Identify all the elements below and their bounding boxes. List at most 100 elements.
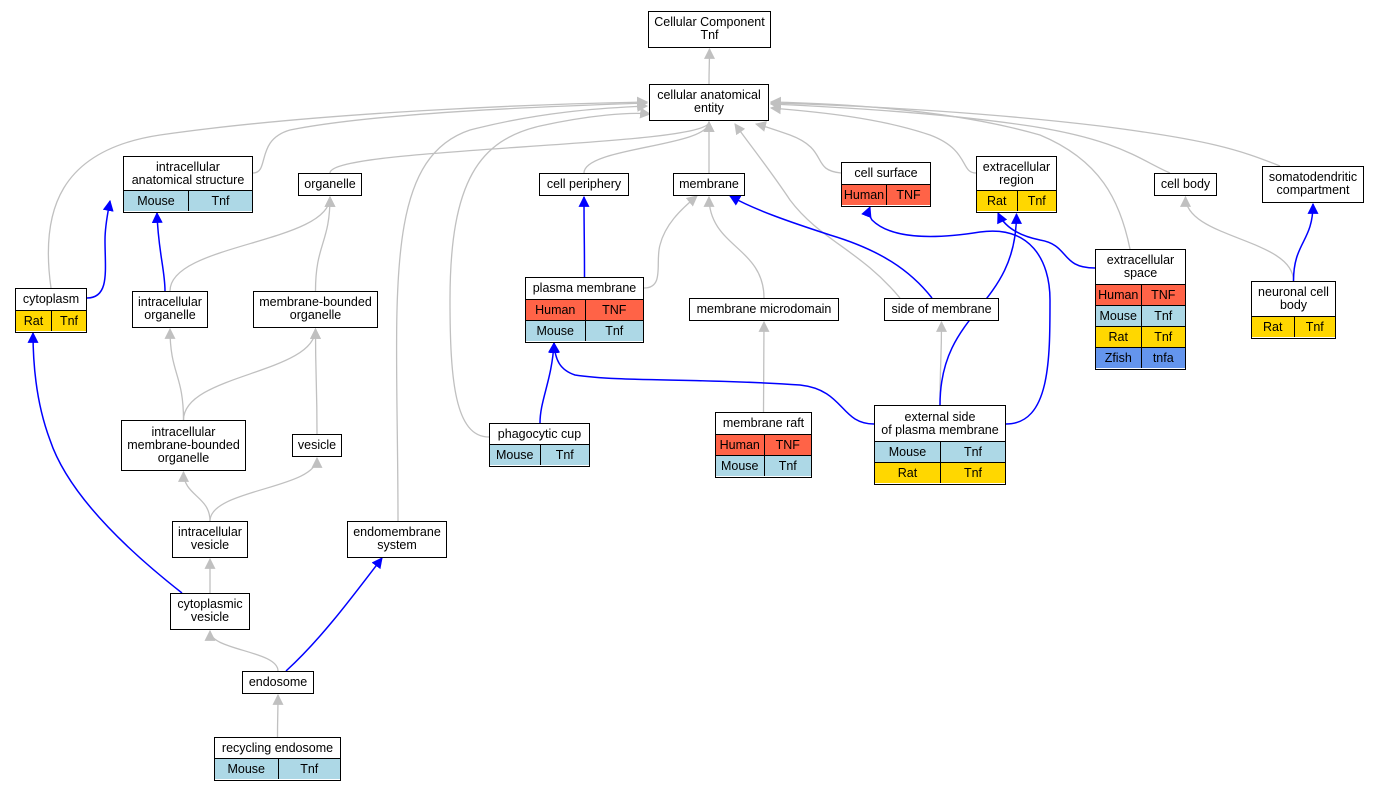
term-label: cytoplasm bbox=[16, 289, 86, 310]
term-label-line: endomembrane bbox=[353, 525, 441, 540]
term-label-line: cell periphery bbox=[546, 176, 622, 191]
edge-part-of-pm-to-periphery bbox=[578, 195, 590, 278]
term-label-line: phagocytic cup bbox=[497, 426, 582, 441]
term-label-line: extracellular bbox=[1106, 253, 1175, 268]
term-node-periphery[interactable]: cell periphery bbox=[539, 173, 629, 196]
edge-is-a-endosome-to-cytoves bbox=[204, 629, 279, 672]
edge-is-a-organelle-to-cae bbox=[329, 120, 715, 174]
gene-cell: Tnf bbox=[1016, 191, 1056, 212]
term-node-microdomain[interactable]: membrane microdomain bbox=[689, 298, 839, 321]
gene-cell: Tnf bbox=[1140, 327, 1185, 348]
term-node-endosome[interactable]: endosome bbox=[242, 671, 314, 694]
edge-part-of-side-to-membrane bbox=[729, 195, 933, 299]
edge-is-a-periphery-to-cae bbox=[583, 120, 715, 174]
term-label-line: of plasma membrane bbox=[881, 422, 999, 437]
term-node-organelle[interactable]: organelle bbox=[298, 173, 362, 196]
term-label-line: neuronal cell bbox=[1258, 285, 1329, 300]
term-node-membrane[interactable]: membrane bbox=[673, 173, 745, 196]
gene-cell: Tnf bbox=[51, 311, 86, 332]
gene-cell: TNF bbox=[886, 185, 930, 206]
edge-part-of-cytoplasm-to-ias bbox=[86, 199, 114, 299]
species-cell: Mouse bbox=[490, 445, 540, 466]
edge-is-a-raft-to-microdomain bbox=[758, 320, 770, 413]
edge-is-a-vesicle-to-mbo bbox=[310, 327, 322, 435]
gene-cell: Tnf bbox=[940, 442, 1005, 463]
term-label: membrane bbox=[674, 174, 744, 194]
term-label-line: external side bbox=[904, 409, 976, 424]
term-node-cellbody[interactable]: cell body bbox=[1154, 173, 1217, 196]
term-node-vesicle[interactable]: vesicle bbox=[292, 434, 342, 457]
term-label: cell body bbox=[1155, 174, 1216, 194]
term-label: cell surface bbox=[842, 163, 930, 184]
term-label-line: cytoplasmic bbox=[177, 597, 243, 612]
species-cell: Human bbox=[842, 185, 886, 206]
term-label-line: endosome bbox=[248, 674, 308, 689]
edge-is-a-endomem-to-cae bbox=[395, 100, 649, 522]
edge-is-a-intorg-to-organelle bbox=[169, 195, 336, 292]
term-label-line: Cellular Component bbox=[654, 15, 765, 30]
term-label-line: Tnf bbox=[700, 28, 719, 43]
term-node-side[interactable]: side of membrane bbox=[884, 298, 999, 321]
term-label: membrane microdomain bbox=[690, 299, 838, 319]
gene-cell: TNF bbox=[763, 435, 811, 456]
edge-is-a-ias-to-cae bbox=[252, 97, 649, 174]
term-label-line: extracellular bbox=[982, 159, 1051, 174]
species-cell: Mouse bbox=[716, 456, 764, 477]
edge-is-a-imbo-to-mbo bbox=[182, 327, 321, 421]
term-label: phagocytic cup bbox=[490, 424, 589, 444]
edge-is-a-pm-to-membrane bbox=[643, 195, 698, 289]
term-label-line: anatomical structure bbox=[131, 172, 245, 187]
species-cell: Human bbox=[526, 300, 585, 321]
edge-is-a-microdomain-to-membrane bbox=[703, 195, 765, 299]
gene-cell: tnfa bbox=[1140, 348, 1185, 369]
term-label: recycling endosome bbox=[215, 738, 340, 758]
term-label-line: intracellular bbox=[178, 525, 242, 540]
term-label-line: recycling endosome bbox=[221, 740, 334, 755]
term-label-line: membrane bbox=[679, 176, 739, 191]
term-label-line: vesicle bbox=[190, 610, 230, 625]
term-label-line: membrane raft bbox=[722, 416, 805, 431]
term-label-line: organelle bbox=[157, 450, 210, 465]
gene-cell: Tnf bbox=[1140, 306, 1185, 327]
gene-cell: Tnf bbox=[1293, 317, 1335, 338]
species-cell: Mouse bbox=[526, 321, 585, 342]
species-cell: Rat bbox=[1252, 317, 1294, 338]
